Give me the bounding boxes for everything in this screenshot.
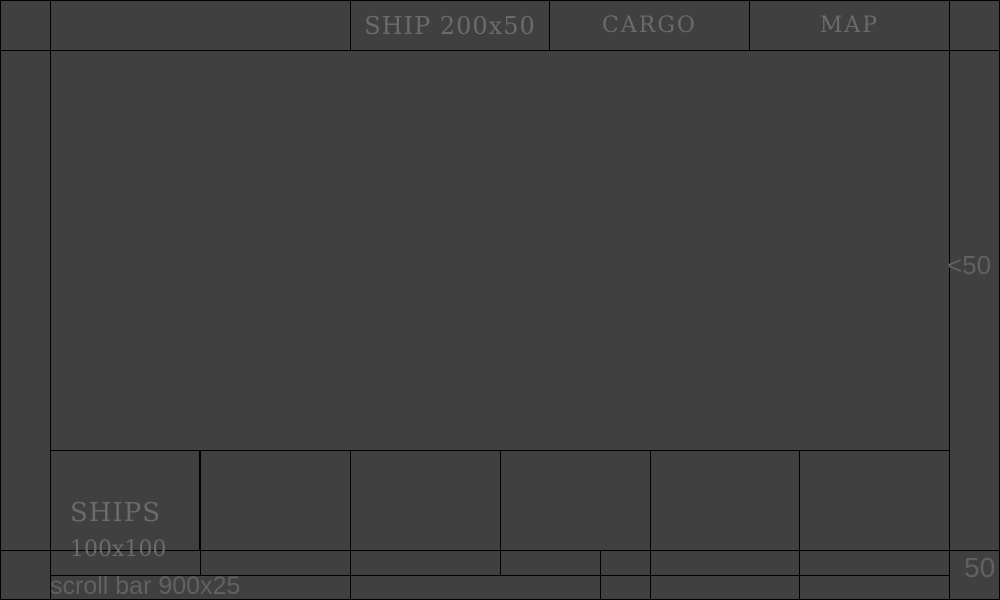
ship-slot-5[interactable] — [650, 450, 800, 551]
scrollbar-divider-1 — [350, 575, 351, 600]
right-edge-label: <50 — [947, 250, 992, 280]
bottom-cell-1 — [50, 550, 201, 576]
bottom-cell-4 — [500, 550, 601, 576]
ship-slot-3[interactable] — [350, 450, 501, 551]
tab-ship-label: SHIP 200x50 — [364, 11, 536, 40]
ships-title: SHIPS — [70, 498, 162, 528]
tab-map-label: MAP — [819, 13, 880, 38]
tab-ship[interactable]: SHIP 200x50 — [350, 0, 550, 51]
ships-size: 100x100 — [70, 537, 167, 562]
main-viewport[interactable] — [50, 50, 950, 451]
tab-cargo-label: CARGO — [602, 13, 697, 38]
scrollbar-divider-4 — [799, 575, 800, 600]
scrollbar-divider-3 — [650, 575, 651, 600]
tab-cargo[interactable]: CARGO — [549, 0, 750, 51]
scrollbar-track[interactable] — [50, 575, 950, 600]
ship-slot-6[interactable] — [799, 450, 950, 551]
bottom-cell-6 — [650, 550, 800, 576]
bottom-left-corner-cell — [0, 550, 51, 600]
ship-slot-1[interactable] — [50, 450, 200, 551]
right-sidebar — [949, 50, 1000, 551]
top-left-corner-cell — [0, 0, 51, 51]
bottom-cell-5 — [600, 550, 651, 576]
ship-slot-4[interactable] — [500, 450, 651, 551]
top-right-corner-cell — [949, 0, 1000, 51]
tab-map[interactable]: MAP — [749, 0, 950, 51]
left-sidebar — [0, 50, 51, 551]
bottom-cell-7 — [799, 550, 950, 576]
top-bar-spacer — [50, 0, 351, 51]
ship-slot-2[interactable] — [200, 450, 351, 551]
scrollbar-label: scroll bar 900x25 — [50, 572, 241, 600]
bottom-cell-3 — [350, 550, 501, 576]
corner-size-label: 50 — [964, 552, 996, 583]
scrollbar-divider-2 — [600, 575, 601, 600]
